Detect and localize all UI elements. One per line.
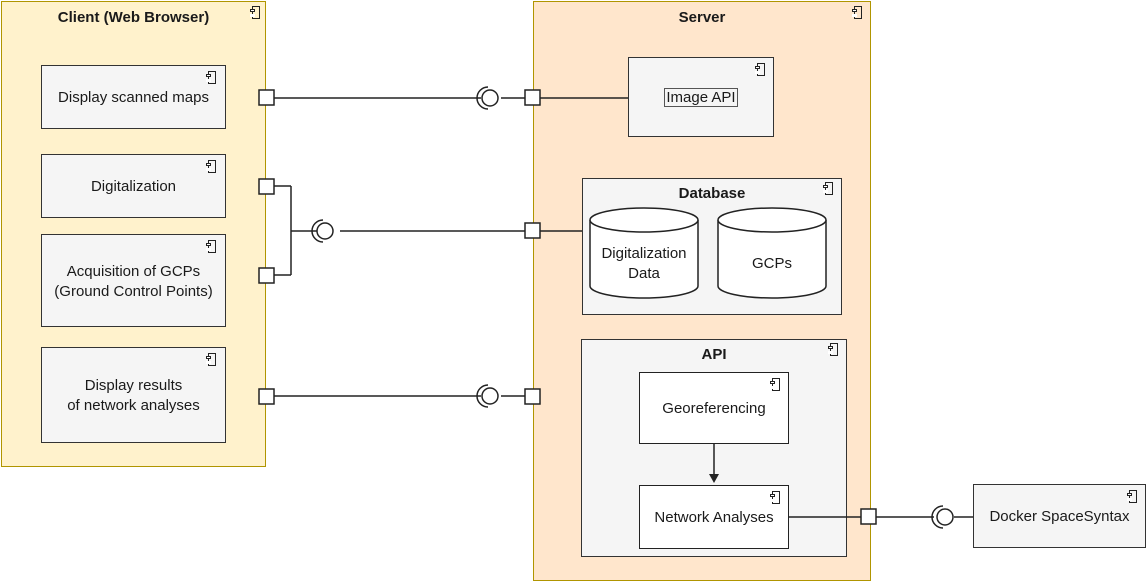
display-scanned-maps-component: Display scanned maps [41,65,226,129]
port [258,89,275,106]
interface-socket [476,86,489,110]
interface-socket [476,384,489,408]
arrow-head [709,474,719,483]
component-label: Display scanned maps [58,89,209,106]
component-label: of network analyses [67,397,200,414]
display-results-component: Display results of network analyses [41,347,226,443]
cylinder-label: Data [628,265,660,282]
interface-socket [931,505,944,529]
cylinder-label: GCPs [751,255,792,272]
component-label: Image API [629,88,773,108]
component-label: Network Analyses [654,509,774,526]
acquisition-gcps-component: Acquisition of GCPs (Ground Control Poin… [41,234,226,327]
network-analyses-component: Network Analyses [639,485,789,549]
component-icon [206,160,216,173]
port [258,178,275,195]
interface-socket [311,219,324,243]
component-icon [206,71,216,84]
cylinder-gcps [717,220,827,299]
digitalization-component: Digitalization [41,154,226,218]
component-icon [828,343,838,356]
component-icon [206,240,216,253]
component-icon [770,378,780,391]
port [524,222,541,239]
api-title: API [701,346,727,363]
component-icon [852,6,862,19]
interface-ball [316,222,334,240]
component-icon [755,63,765,76]
component-label: Georeferencing [662,400,766,417]
port [860,508,877,525]
component-label: Display results [84,377,183,394]
interface-ball [481,387,499,405]
docker-spacesyntax-component: Docker SpaceSyntax [973,484,1146,548]
interface-ball [481,89,499,107]
port [258,267,275,284]
component-label: Docker SpaceSyntax [989,508,1130,525]
component-icon [206,353,216,366]
cylinder-digitalization-data [589,220,699,299]
component-label: (Ground Control Points) [54,283,213,300]
component-label: Digitalization [90,178,177,195]
interface-ball [936,508,954,526]
database-title: Database [678,185,746,202]
component-icon [770,491,780,504]
port [258,388,275,405]
cylinder-label: Digitalization [601,245,687,262]
image-api-label: Image API [664,88,738,107]
component-label: Acquisition of GCPs [66,263,201,280]
component-icon [1127,490,1137,503]
component-icon [250,6,260,19]
client-title: Client (Web Browser) [57,9,210,26]
port [524,89,541,106]
georeferencing-component: Georeferencing [639,372,789,444]
port [524,388,541,405]
image-api-component: Image API [628,57,774,137]
server-title: Server [678,9,726,26]
component-icon [823,182,833,195]
